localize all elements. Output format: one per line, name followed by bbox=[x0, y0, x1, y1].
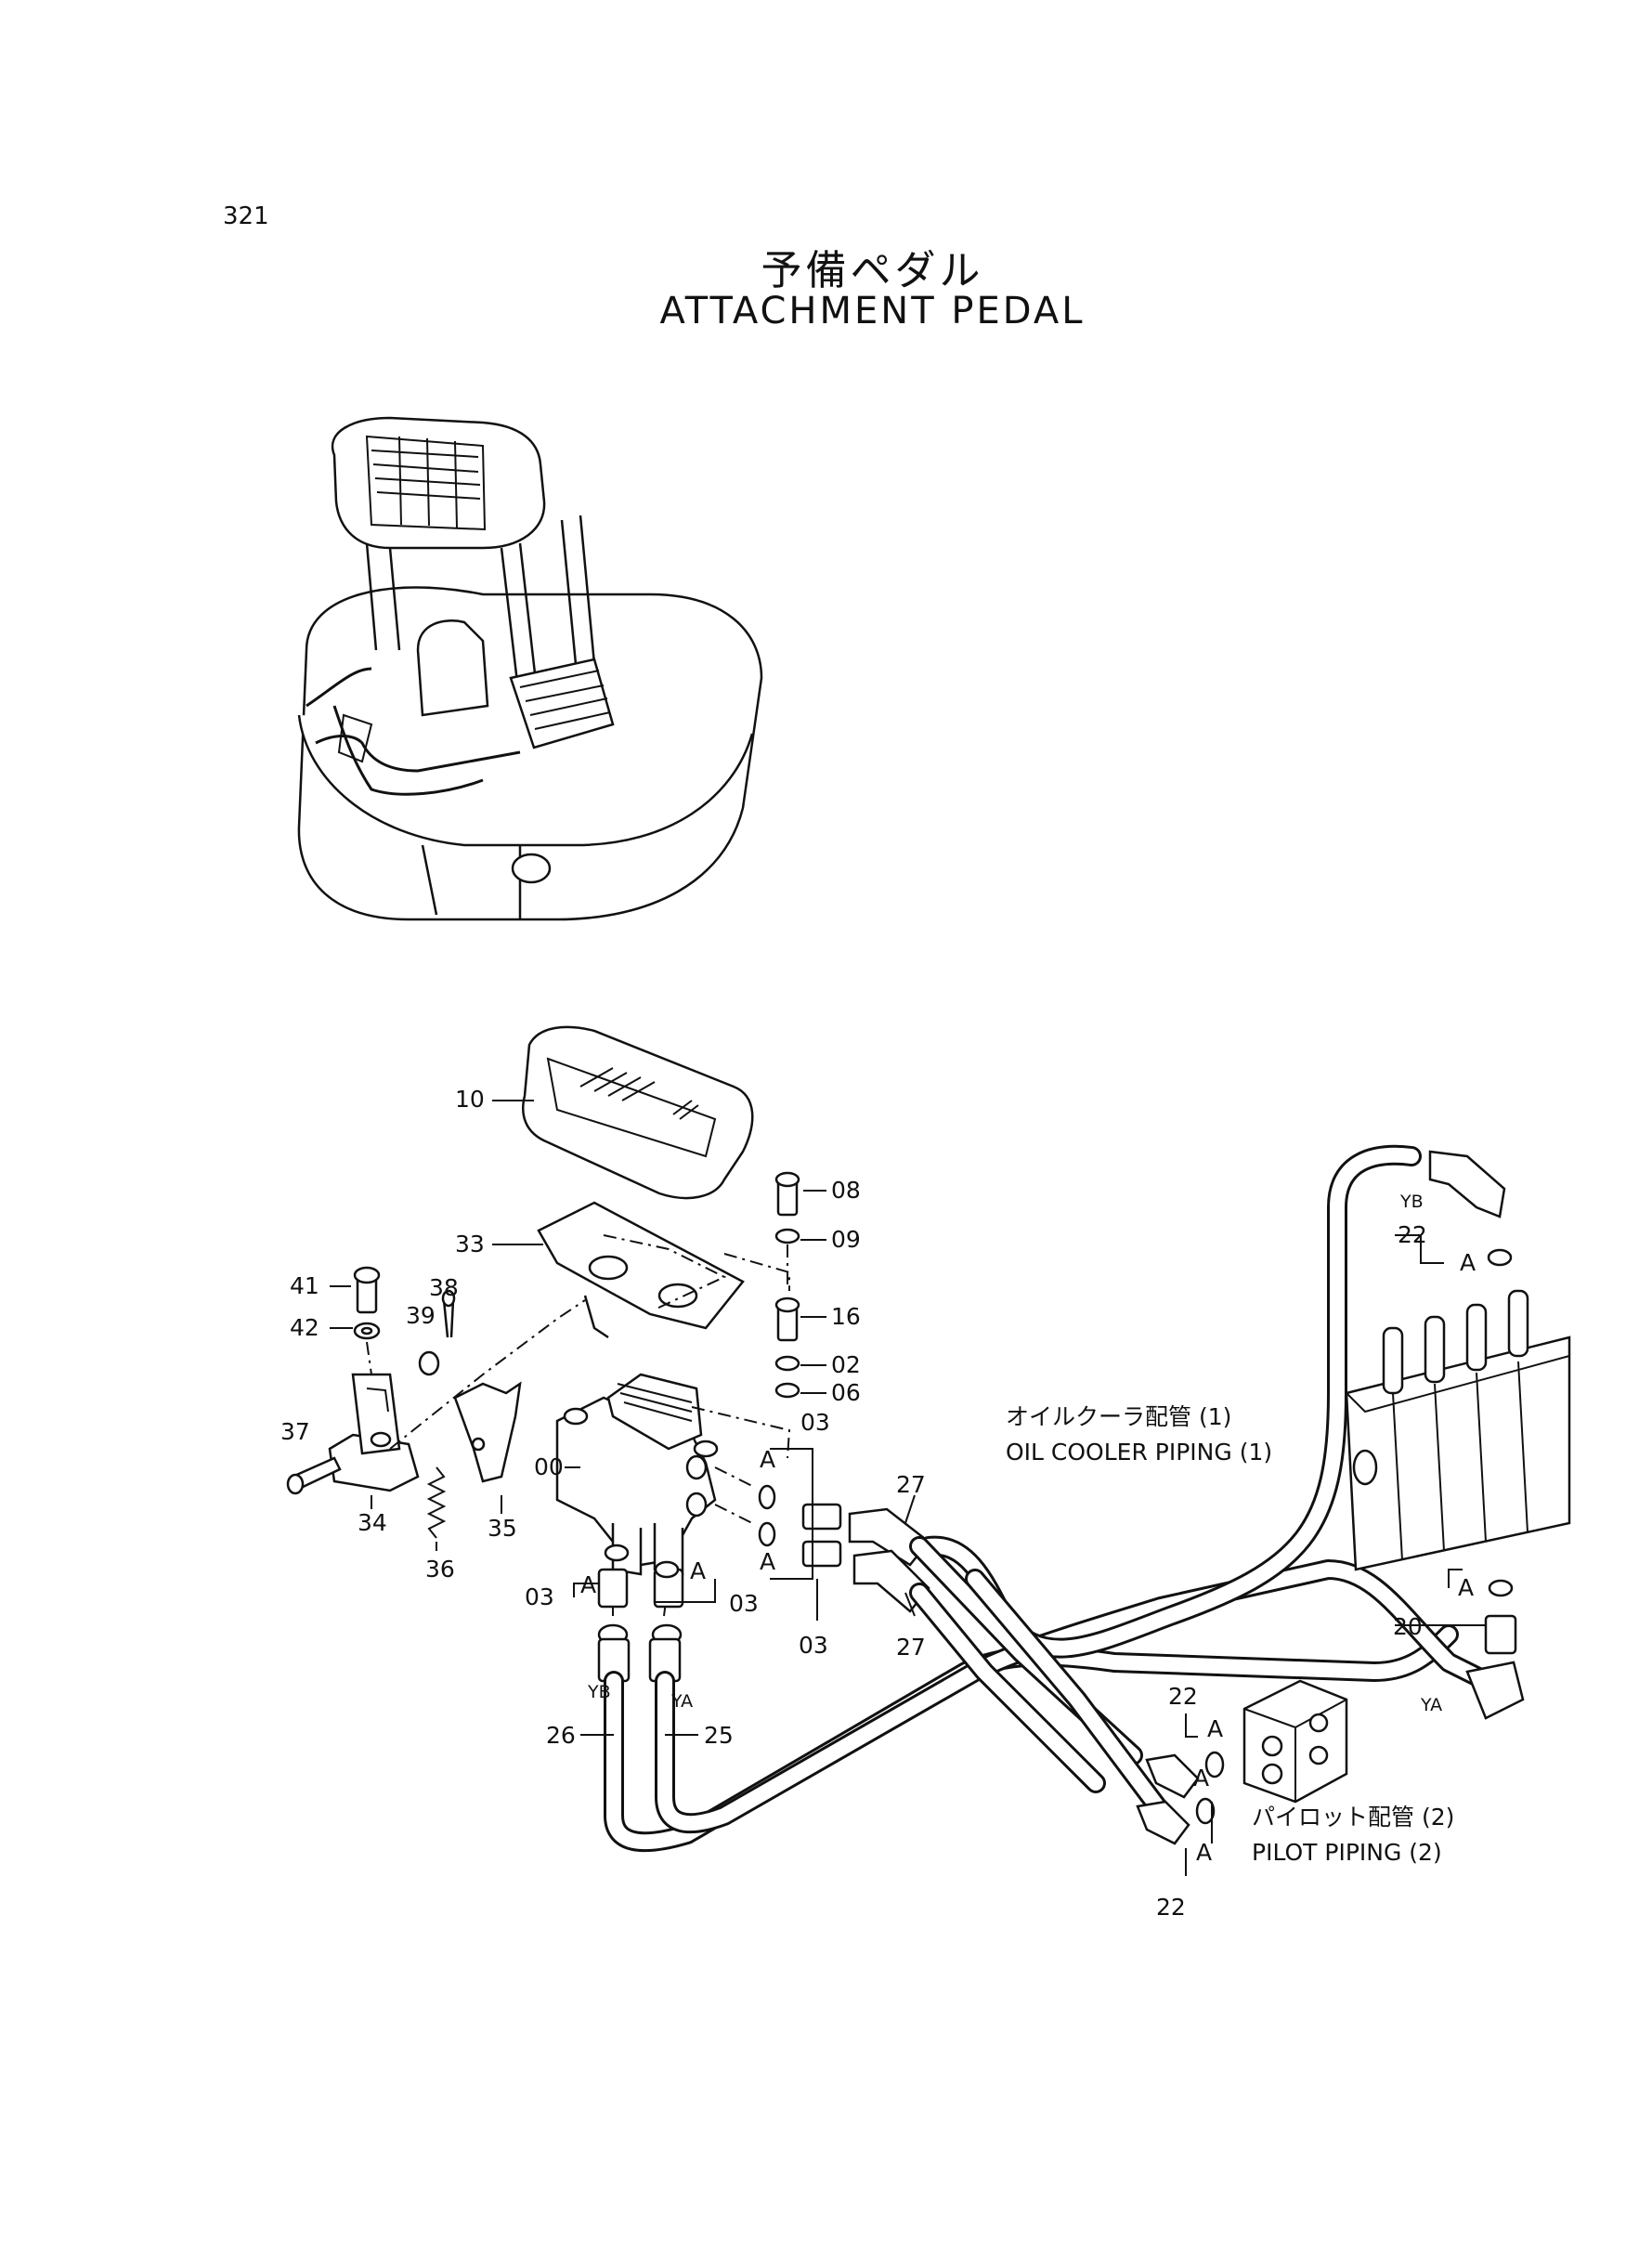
pilot-valve-block bbox=[1242, 1679, 1348, 1804]
callout-03-mid: 03 bbox=[729, 1590, 759, 1617]
port-labels: YB YA YB YA bbox=[587, 1192, 1442, 1715]
callout-labels: 10 33 08 09 16 02 06 41 42 38 39 37 34 3… bbox=[280, 1086, 1427, 1921]
marker-a-5: A bbox=[1460, 1249, 1476, 1276]
callout-37: 37 bbox=[280, 1418, 310, 1445]
bolt-08 bbox=[774, 1171, 800, 1217]
callout-34: 34 bbox=[358, 1509, 387, 1536]
pin-37 bbox=[286, 1456, 342, 1495]
piping-captions: オイルクーラ配管 (1) OIL COOLER PIPING (1) パイロット… bbox=[1006, 1403, 1454, 1866]
o-ring-pilot-b bbox=[1195, 1797, 1216, 1825]
callout-27-lower: 27 bbox=[896, 1634, 926, 1661]
fitting-03-c bbox=[801, 1503, 842, 1568]
callout-22-pilot-upper: 22 bbox=[1168, 1683, 1198, 1710]
port-yb-left: YB bbox=[587, 1682, 611, 1702]
elbow-22-pilot-b bbox=[1136, 1800, 1190, 1845]
fitting-03-a bbox=[597, 1568, 629, 1646]
callout-36: 36 bbox=[425, 1556, 455, 1583]
marker-a-4: A bbox=[690, 1557, 706, 1584]
callout-39: 39 bbox=[406, 1302, 436, 1329]
title-japanese: 予備ペダル bbox=[761, 247, 984, 294]
callout-22-pilot-lower: 22 bbox=[1156, 1894, 1186, 1921]
pedal-valve-body-00 bbox=[555, 1373, 719, 1576]
port-ya-left: YA bbox=[670, 1691, 693, 1712]
washer-02 bbox=[774, 1355, 800, 1372]
marker-a-6: A bbox=[1458, 1574, 1474, 1601]
callout-03-left: 03 bbox=[525, 1583, 554, 1610]
marker-a-3: A bbox=[580, 1571, 596, 1598]
fitting-03-b bbox=[651, 1568, 684, 1646]
port-ya-right: YA bbox=[1420, 1695, 1442, 1715]
oil-cooler-piping-en: OIL COOLER PIPING (1) bbox=[1006, 1439, 1272, 1466]
pedal-plate-33 bbox=[537, 1201, 745, 1339]
pedal-pad-10 bbox=[522, 1025, 754, 1200]
o-ring-valve-bottom bbox=[1488, 1579, 1514, 1597]
callout-00: 00 bbox=[534, 1453, 564, 1480]
pilot-piping-en: PILOT PIPING (2) bbox=[1252, 1839, 1442, 1866]
callout-20: 20 bbox=[1393, 1613, 1423, 1640]
marker-a-9: A bbox=[1196, 1839, 1212, 1866]
callout-35: 35 bbox=[488, 1515, 517, 1542]
washer-42 bbox=[353, 1322, 381, 1340]
bracket-34 bbox=[328, 1373, 420, 1492]
o-ring-valve-top bbox=[1487, 1248, 1513, 1267]
elbow-27-a bbox=[848, 1507, 930, 1567]
callout-42: 42 bbox=[290, 1314, 319, 1341]
callout-03-upper: 03 bbox=[800, 1409, 830, 1436]
callout-09: 09 bbox=[831, 1226, 861, 1253]
callout-03-lower: 03 bbox=[799, 1632, 828, 1659]
leader-lines bbox=[330, 1100, 1486, 1876]
callout-25: 25 bbox=[704, 1722, 734, 1749]
callout-02: 02 bbox=[831, 1351, 861, 1378]
washer-06 bbox=[774, 1382, 800, 1399]
o-ring-3 bbox=[604, 1544, 630, 1562]
callout-10: 10 bbox=[455, 1086, 485, 1113]
oil-cooler-piping-jp: オイルクーラ配管 (1) bbox=[1006, 1403, 1231, 1430]
callout-41: 41 bbox=[290, 1272, 319, 1299]
callout-27-upper: 27 bbox=[896, 1471, 926, 1498]
callout-26: 26 bbox=[546, 1722, 576, 1749]
control-valve-bank bbox=[1345, 1289, 1571, 1571]
marker-a-2: A bbox=[760, 1548, 775, 1575]
pilot-hose-1 bbox=[909, 1583, 1106, 1793]
spring-36 bbox=[426, 1466, 447, 1539]
callout-16: 16 bbox=[831, 1303, 861, 1330]
callout-08: 08 bbox=[831, 1177, 861, 1204]
o-ring-pilot-a bbox=[1204, 1751, 1225, 1778]
washer-39 bbox=[418, 1350, 440, 1376]
bolt-16 bbox=[774, 1296, 800, 1342]
o-ring-2 bbox=[758, 1521, 776, 1547]
elbow-22-pilot-a bbox=[1145, 1753, 1200, 1799]
cotter-pin-38 bbox=[441, 1289, 456, 1338]
marker-a-1: A bbox=[760, 1446, 775, 1473]
machine-overview-illustration bbox=[297, 416, 763, 921]
marker-a-7: A bbox=[1207, 1715, 1223, 1742]
callout-33: 33 bbox=[455, 1231, 485, 1257]
elbow-ya-valve bbox=[1465, 1661, 1525, 1720]
o-ring-1 bbox=[758, 1484, 776, 1510]
plate-35 bbox=[453, 1381, 522, 1483]
detail-markers: A A A A A A A A A bbox=[580, 1249, 1476, 1866]
page-number: 321 bbox=[223, 202, 269, 230]
callout-38: 38 bbox=[429, 1274, 459, 1301]
o-ring-4 bbox=[654, 1560, 680, 1579]
pilot-hose-3 bbox=[965, 1569, 1171, 1821]
port-yb-right: YB bbox=[1399, 1192, 1424, 1212]
washer-09 bbox=[774, 1228, 800, 1244]
fitting-22-valve bbox=[1428, 1150, 1506, 1218]
callout-22-valve: 22 bbox=[1398, 1221, 1427, 1248]
marker-a-8: A bbox=[1193, 1765, 1209, 1791]
hose-25 bbox=[655, 1559, 1496, 1834]
title-english: ATTACHMENT PEDAL bbox=[659, 290, 1086, 332]
callout-06: 06 bbox=[831, 1379, 861, 1406]
bolt-41 bbox=[353, 1266, 381, 1314]
pilot-piping-jp: パイロット配管 (2) bbox=[1252, 1804, 1454, 1831]
fitting-20-valve bbox=[1484, 1614, 1517, 1655]
